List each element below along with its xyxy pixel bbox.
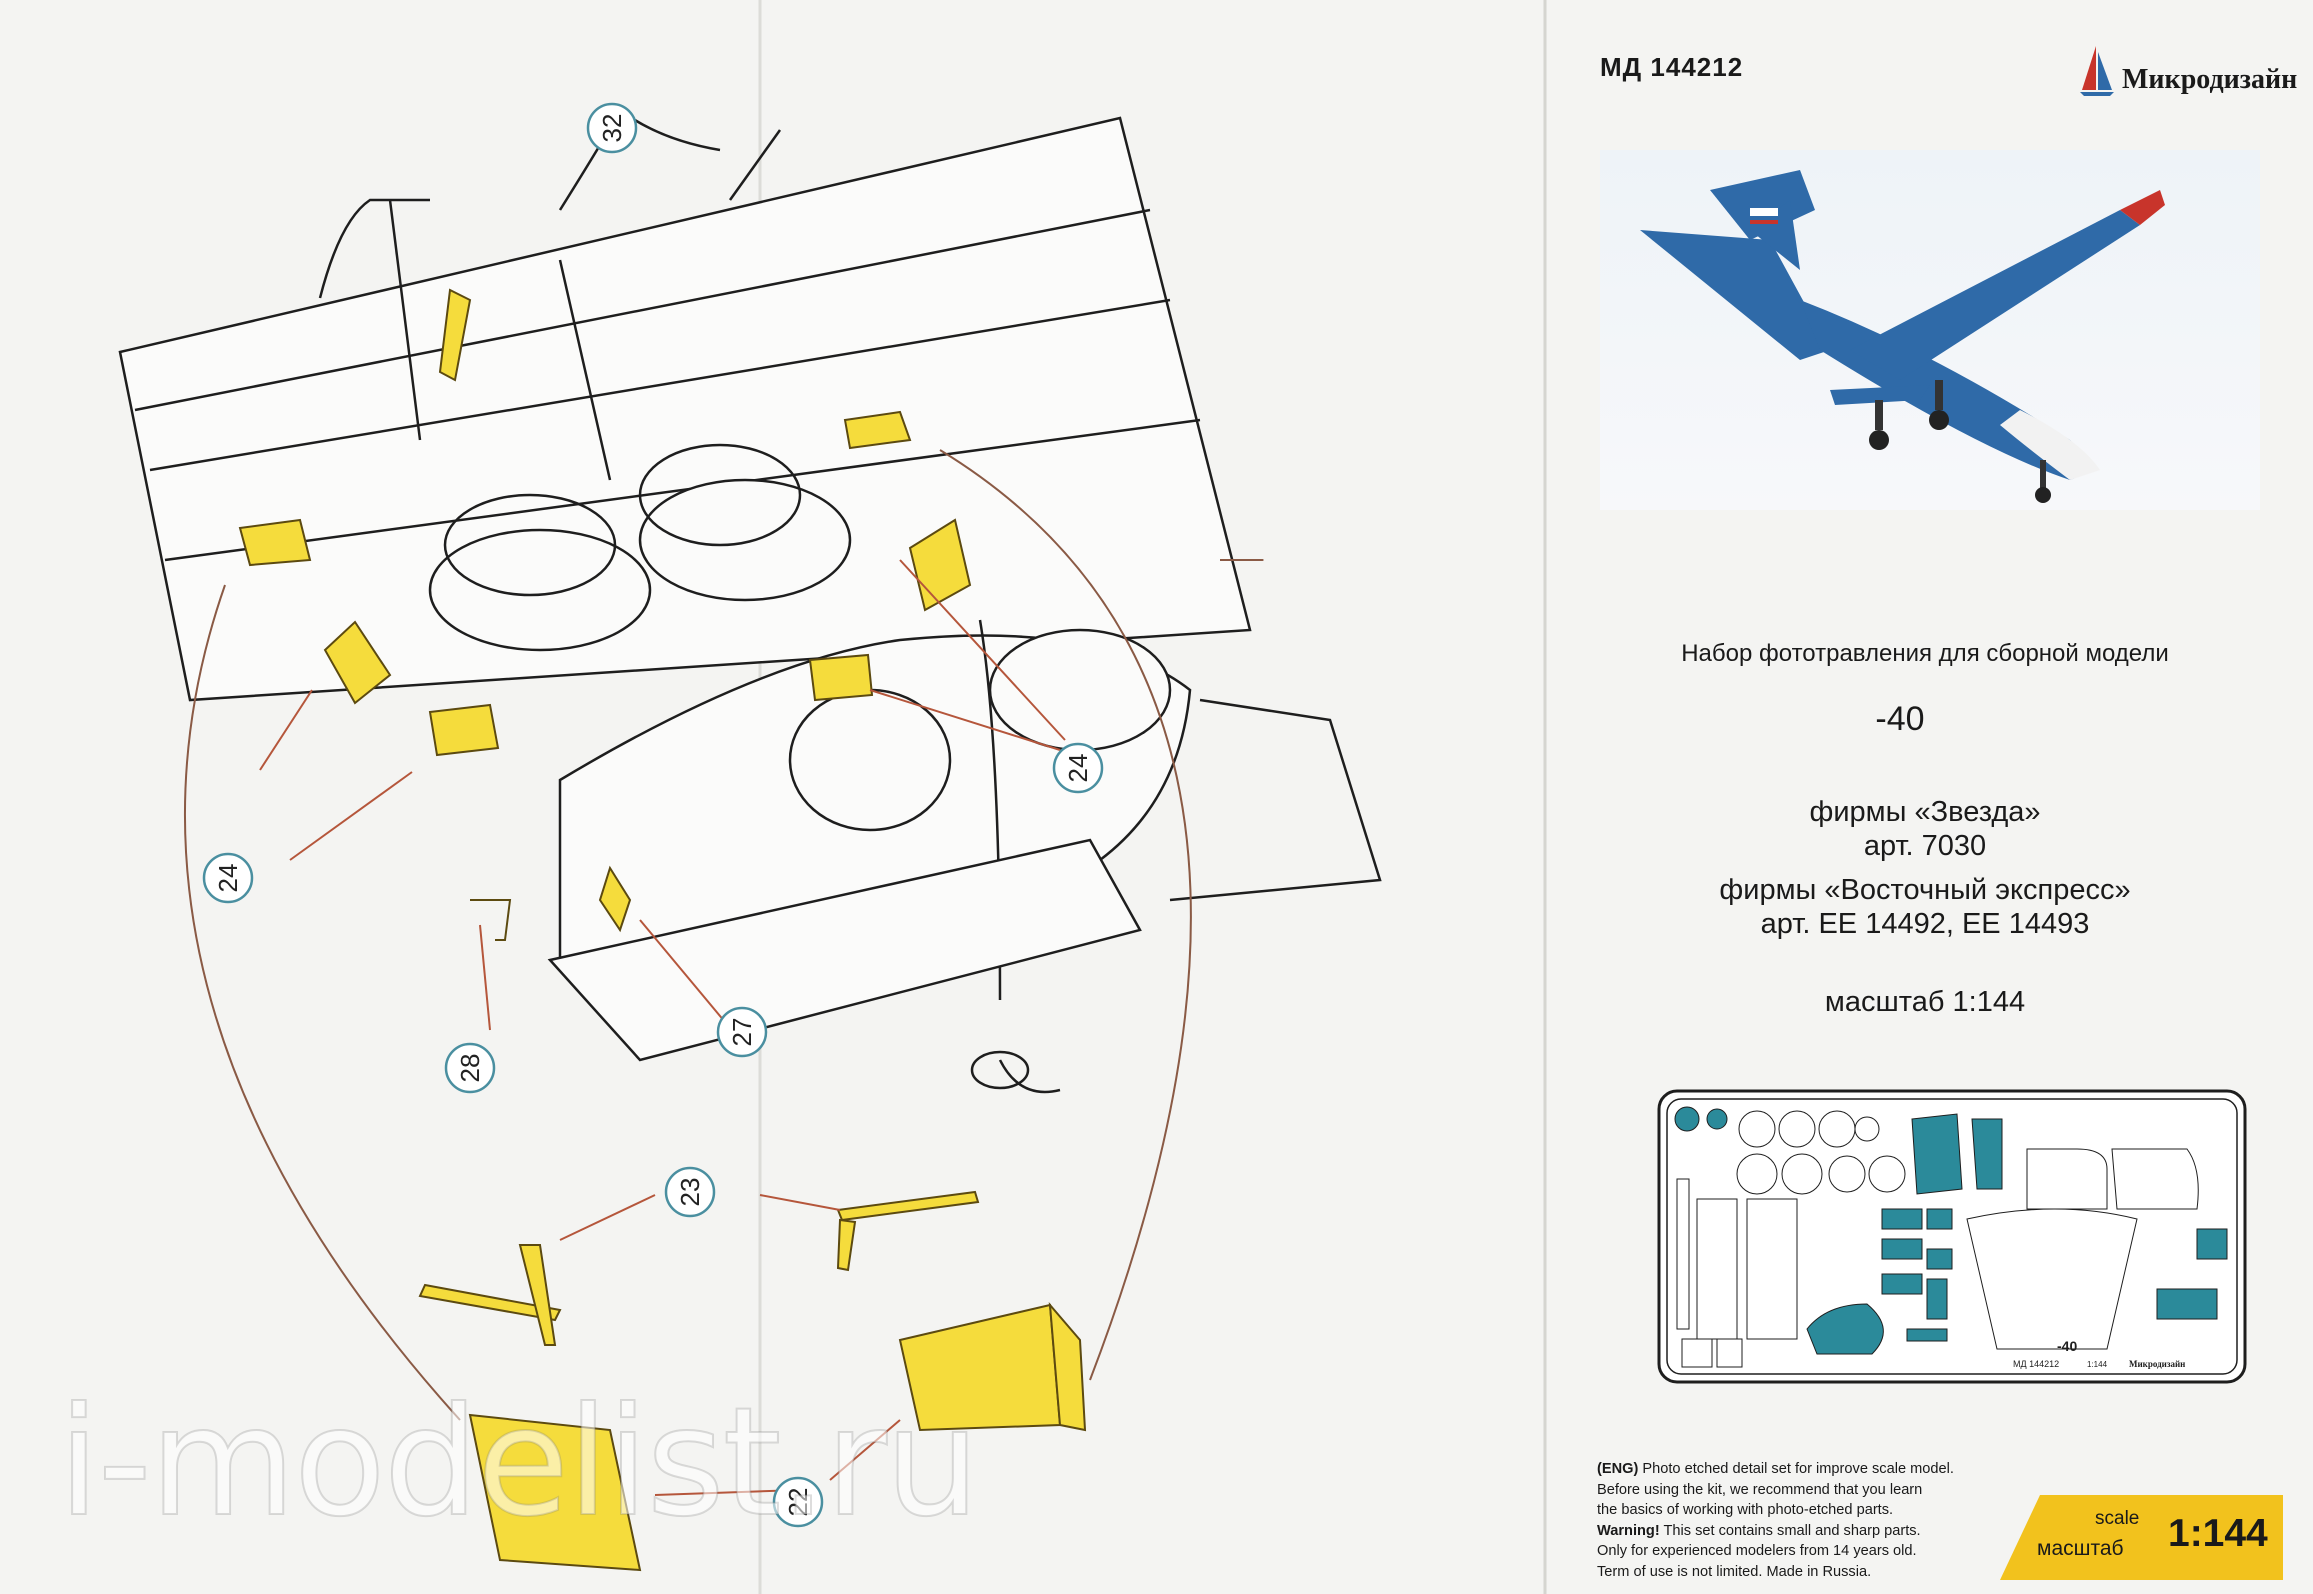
scale-badge-label-en: scale xyxy=(2095,1508,2140,1529)
callout-27: 27 xyxy=(716,1006,768,1058)
eng-line-5: Only for experienced modelers from 14 ye… xyxy=(1597,1543,1917,1559)
svg-text:27: 27 xyxy=(727,1018,757,1047)
svg-text:24: 24 xyxy=(213,864,243,893)
model-name: -40 xyxy=(1875,700,1925,738)
sail-logo-icon xyxy=(2080,46,2114,96)
english-note: (ENG) Photo etched detail set for improv… xyxy=(1597,1459,2017,1582)
scale-badge-value: 1:144 xyxy=(2168,1512,2268,1555)
eng-line-3: the basics of working with photo-etched … xyxy=(1597,1502,1894,1518)
svg-text:32: 32 xyxy=(597,114,627,143)
callout-23: 23 xyxy=(664,1166,716,1218)
svg-text:28: 28 xyxy=(455,1054,485,1083)
callout-24-right: 24 xyxy=(1052,742,1104,794)
set-description-heading: Набор фототравления для сборной модели xyxy=(1681,640,2169,667)
fret-layout: -40 МД 144212 1:144 Микродизайн xyxy=(1657,1089,2247,1384)
manufacturer-2: фирмы «Восточный экспресс» xyxy=(1719,874,2131,906)
watermark: i-modelist.ru xyxy=(57,1375,981,1551)
svg-text:23: 23 xyxy=(675,1178,705,1207)
eng-line-4: This set contains small and sharp parts. xyxy=(1659,1522,1921,1539)
eng-line-2: Before using the kit, we recommend that … xyxy=(1597,1481,1923,1498)
brand-name: Микродизайн xyxy=(2122,64,2298,95)
article-2: арт. ЕЕ 14492, ЕЕ 14493 xyxy=(1760,908,2090,940)
scale-text: масштаб 1:144 xyxy=(1824,986,2026,1018)
etched-parts xyxy=(238,288,1087,1572)
svg-text:22: 22 xyxy=(783,1488,813,1517)
brand-logo: Микродизайн xyxy=(2080,44,2297,96)
svg-text:24: 24 xyxy=(1063,754,1093,783)
svg-text:-40: -40 xyxy=(2057,1338,2077,1354)
article-1: арт. 7030 xyxy=(1863,830,1987,862)
warning-tag: Warning! xyxy=(1597,1522,1660,1539)
product-code: МД 144212 xyxy=(1600,52,1744,82)
wing-outline xyxy=(118,108,1382,1094)
callout-32: 32 xyxy=(586,102,638,154)
svg-text:1:144: 1:144 xyxy=(2087,1360,2108,1369)
aircraft-photo xyxy=(1600,150,2260,510)
eng-line-1: Photo etched detail set for improve scal… xyxy=(1638,1461,1954,1477)
callout-28: 28 xyxy=(444,1042,496,1094)
eng-tag: (ENG) xyxy=(1597,1461,1639,1477)
eng-line-6: Term of use is not limited. Made in Russ… xyxy=(1597,1563,1872,1580)
callout-24-left: 24 xyxy=(202,852,254,904)
scale-badge xyxy=(2000,1495,2283,1580)
svg-text:Микродизайн: Микродизайн xyxy=(2129,1359,2185,1369)
manufacturer-1: фирмы «Звезда» xyxy=(1809,796,2041,828)
scale-badge-label-ru: масштаб xyxy=(2037,1537,2124,1560)
callout-22: 22 xyxy=(772,1476,824,1528)
svg-text:МД 144212: МД 144212 xyxy=(2013,1359,2059,1369)
